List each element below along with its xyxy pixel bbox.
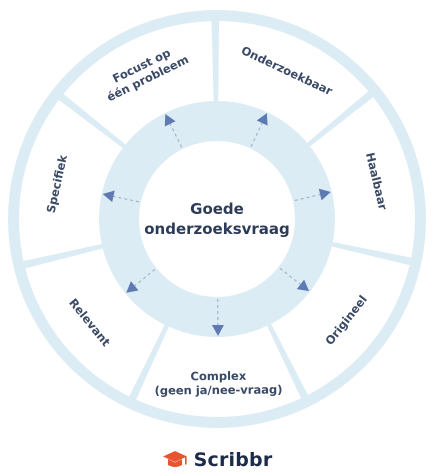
spoke-relevant [134, 268, 156, 287]
research-question-wheel: OnderzoekbaarHaalbaarOrigineelComplex(ge… [8, 10, 426, 428]
arrow-icon [256, 113, 268, 126]
segment-complex [136, 325, 302, 418]
segment-specifiek [19, 99, 123, 262]
graduation-cap-icon [162, 451, 187, 467]
spoke-onderzoekbaar [250, 122, 263, 147]
arrow-icon [164, 114, 176, 127]
segment-label-line: Complex [190, 369, 246, 383]
arrow-icon [211, 324, 224, 336]
arrow-icon [318, 188, 331, 201]
spokes-layer [102, 113, 331, 336]
segment-label-line: (geen ja/nee-vraag) [154, 382, 282, 397]
logo-text: Scribbr [193, 449, 273, 471]
center-circle [139, 141, 295, 297]
center-title-line-2: onderzoeksvraag [144, 220, 290, 238]
spoke-focust [169, 123, 183, 148]
arrow-icon [102, 190, 115, 203]
arrow-icon [126, 281, 139, 293]
arrow-icon [296, 279, 310, 292]
spoke-haalbaar [294, 193, 321, 202]
scribbr-logo: Scribbr [0, 446, 434, 474]
spoke-specifiek [113, 195, 139, 203]
segment-haalbaar [310, 97, 415, 258]
center-title-line-1: Goede [190, 200, 244, 218]
segment-label-complex: Complex(geen ja/nee-vraag) [154, 369, 282, 398]
spoke-origineel [279, 267, 301, 285]
